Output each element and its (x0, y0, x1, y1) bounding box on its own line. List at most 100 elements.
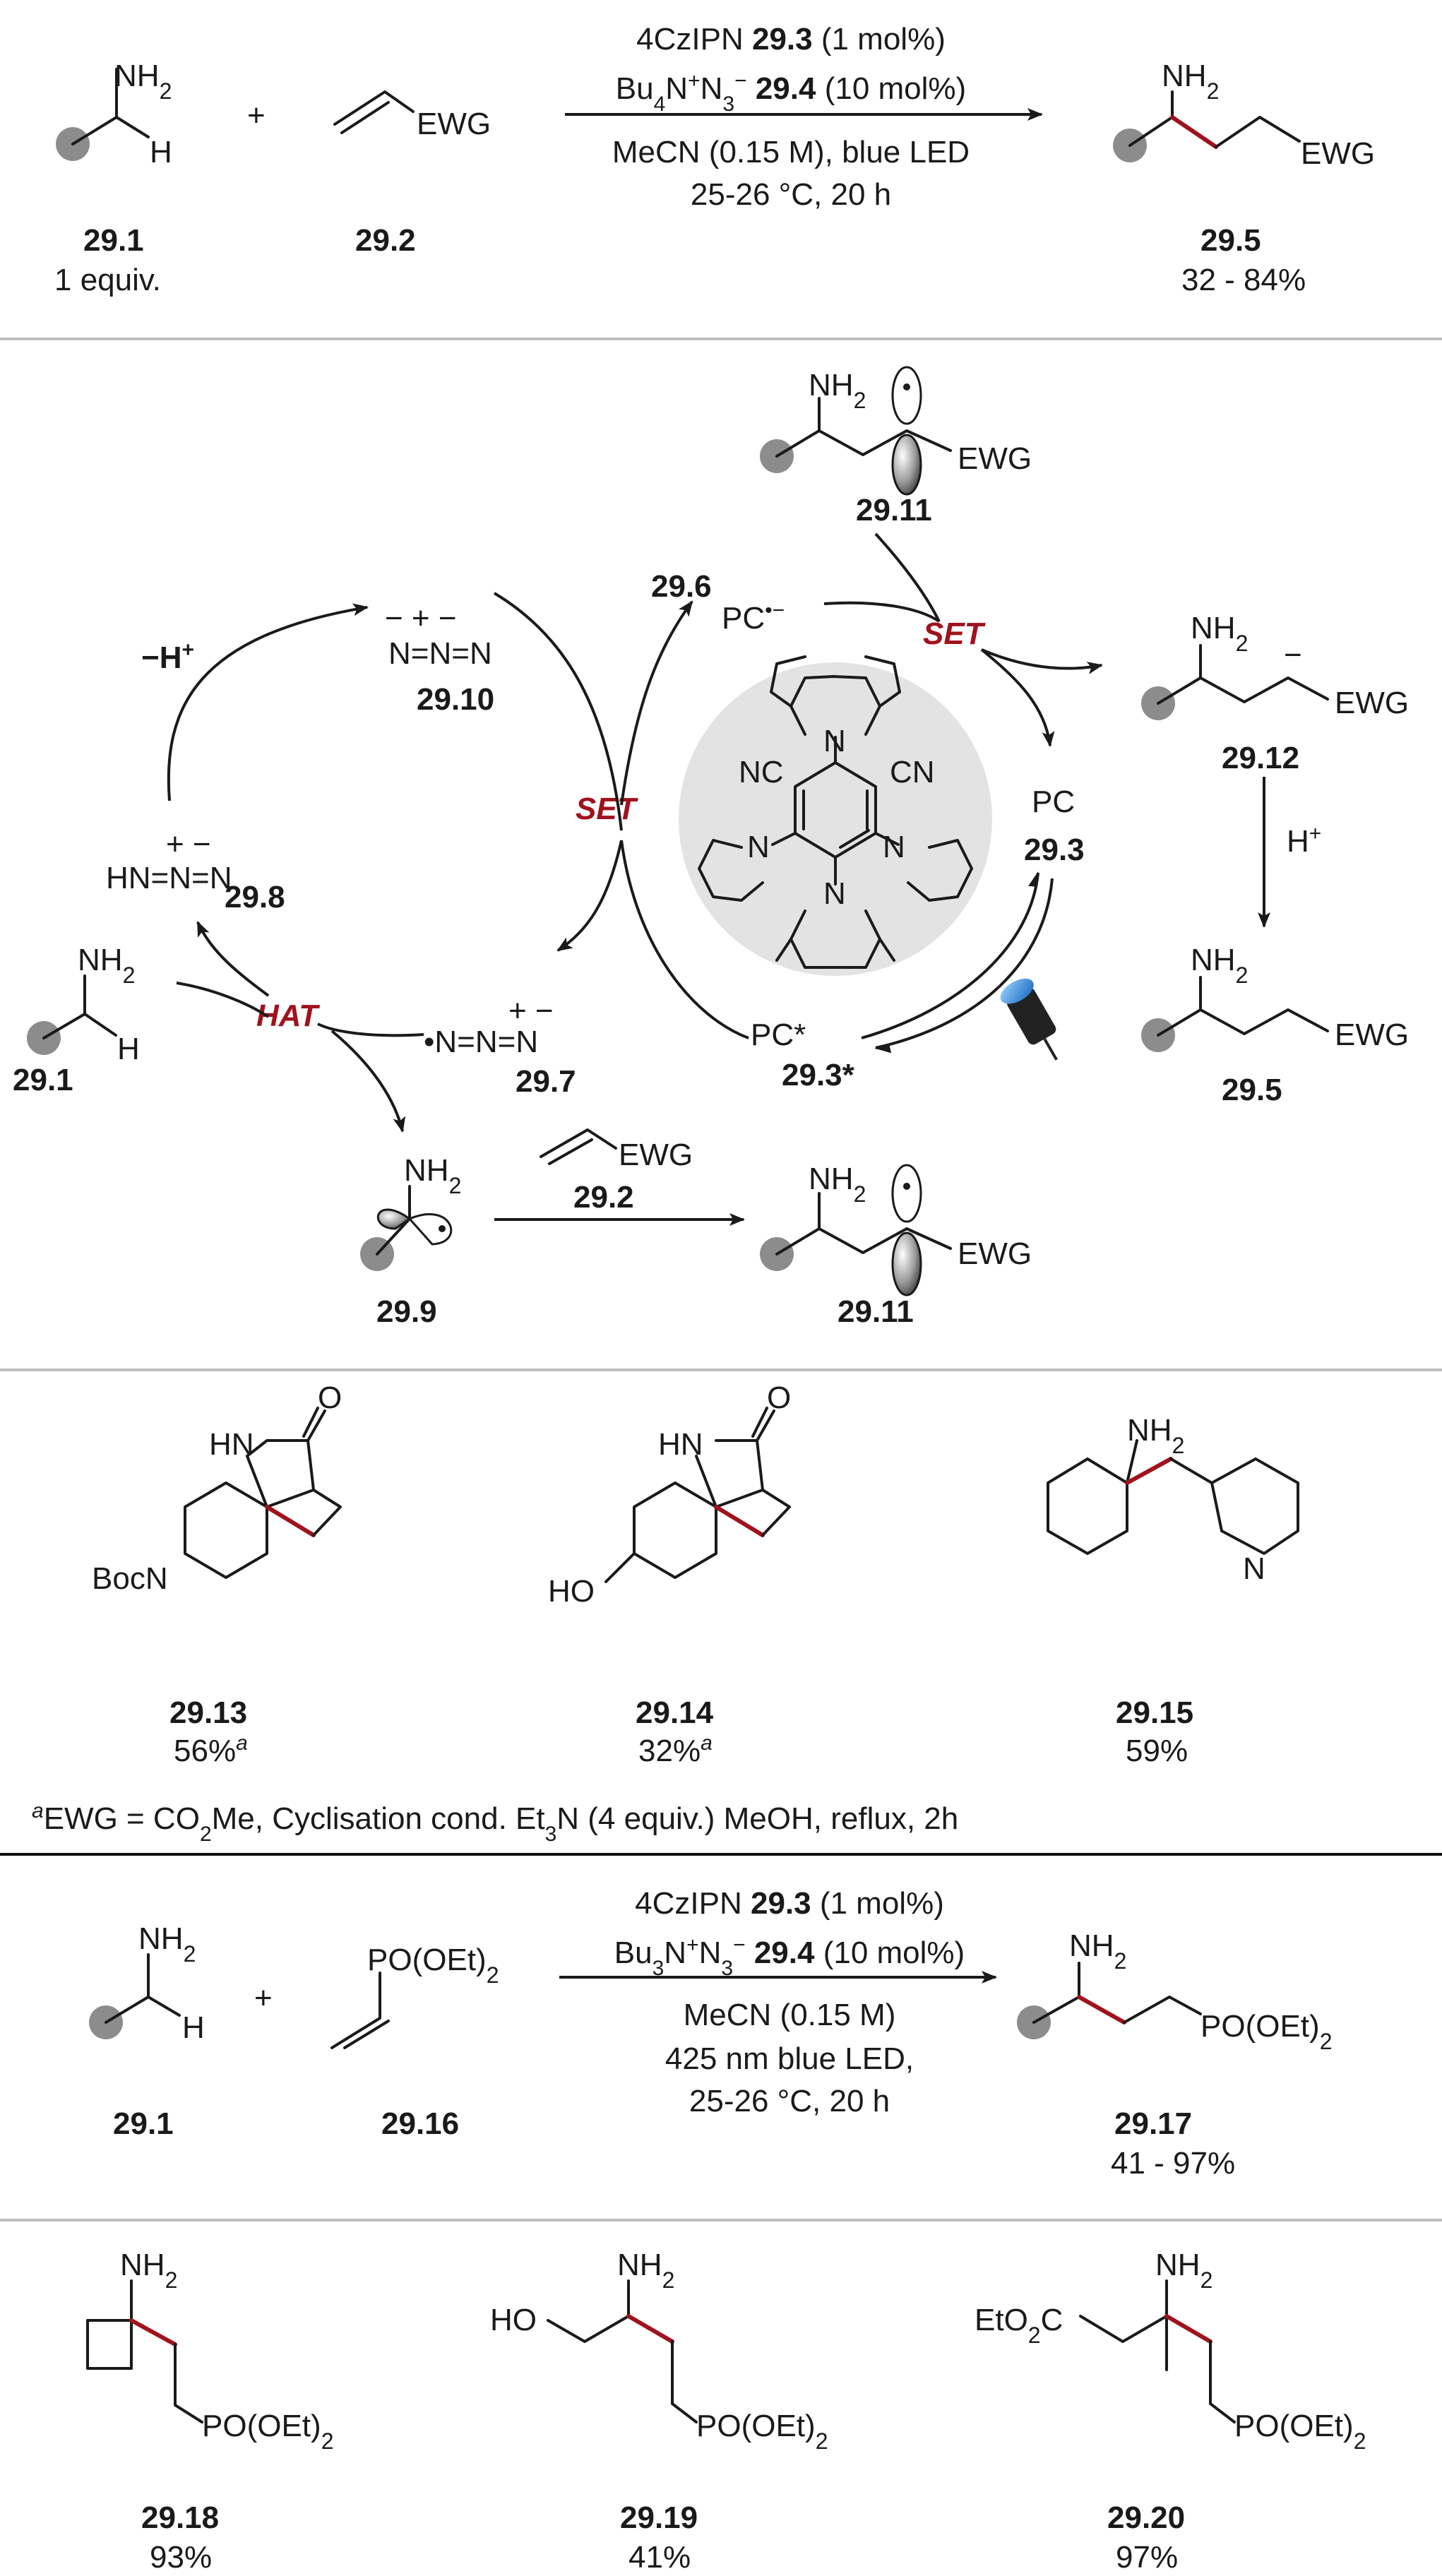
blue-led-icon (1000, 978, 1058, 1061)
mechanism: N N N N NC CN PC•− 29.6 PC 29.3 PC* 29.3… (13, 366, 1409, 1329)
product-yield-bottom: 41 - 97% (1111, 2146, 1235, 2181)
svg-text:29.14: 29.14 (636, 1695, 714, 1730)
arrow-deprotonation (167, 603, 369, 801)
eto2c-label: EtO2C (975, 2303, 1063, 2348)
olefin-29-2-structure: EWG 29.2 (333, 90, 491, 258)
cn-label: CN (890, 755, 935, 789)
condition-temp-bottom: 25-26 °C, 20 h (689, 2084, 890, 2118)
photocatalyst-background (679, 662, 992, 976)
yield-29-14: 32%a (638, 1731, 713, 1769)
svg-text:N: N (1243, 1551, 1265, 1586)
arrow-excited-to-pc-half (861, 871, 1039, 1039)
svg-text:NH2: NH2 (1191, 943, 1248, 988)
condition-catalyst: 4CzIPN 29.3 (1 mol%) (636, 22, 946, 56)
condition-azide-bottom: Bu3N+N3− 29.4 (10 mol%) (614, 1933, 965, 1980)
ewg-label: EWG (417, 107, 491, 141)
svg-text:EWG: EWG (958, 1236, 1032, 1271)
yield-29-19: 41% (628, 2540, 691, 2575)
compound-29-18-structure: NH2 PO(OEt)2 29.18 93% (86, 2248, 333, 2575)
arrow-to-alpha-radical (330, 1030, 406, 1133)
ewg-label: EWG (1301, 136, 1375, 171)
plus-sign: + (247, 98, 266, 133)
sm2-id: 29.2 (355, 223, 416, 258)
svg-text:29.16: 29.16 (381, 2106, 459, 2141)
arrow-to-anion (981, 648, 1103, 674)
pc-ground-id: 29.3 (1024, 833, 1085, 867)
svg-text:NH2: NH2 (809, 368, 866, 413)
svg-text:HN: HN (658, 1427, 703, 1462)
plus-sign: + (254, 1981, 273, 2015)
pc-ground-state: PC (1032, 785, 1075, 819)
svg-text:H: H (117, 1032, 140, 1066)
h-plus-label: H+ (1287, 822, 1321, 859)
n-label: N (823, 724, 846, 758)
svg-text:29.11: 29.11 (856, 493, 932, 527)
amine-29-1-bottom: NH2 H 29.1 (89, 1921, 205, 2141)
condition-solvent: MeCN (0.15 M), blue LED (612, 135, 970, 169)
svg-text:29.9: 29.9 (376, 1294, 437, 1329)
yield-29-18: 93% (150, 2540, 212, 2575)
svg-text:PO(OEt)2: PO(OEt)2 (1234, 2409, 1366, 2454)
amine-29-1-mech: NH2 H 29.1 (13, 943, 140, 1097)
n-label: N (823, 876, 846, 911)
svg-text:29.1: 29.1 (113, 2106, 174, 2141)
nh2-label: NH2 (1162, 59, 1219, 104)
arc-from-pc-excited (620, 840, 749, 1039)
yield-29-13: 56%a (174, 1731, 248, 1769)
svg-text:29.18: 29.18 (141, 2500, 219, 2535)
compound-29-20-structure: EtO2C NH2 PO(OEt)2 29.20 97% (975, 2248, 1366, 2575)
compound-29-13-structure: O HN BocN 29.13 56%a (92, 1381, 342, 1768)
svg-text:PO(OEt)2: PO(OEt)2 (1200, 2009, 1332, 2054)
compound-29-15-structure: NH2 N 29.15 59% (1047, 1413, 1299, 1768)
olefin-reagent: EWG 29.2 (540, 1128, 693, 1215)
arrow-to-pc-radical (620, 600, 693, 806)
pc-radical-id: 29.6 (651, 569, 712, 604)
svg-text:EWG: EWG (958, 441, 1032, 476)
svg-text:EWG: EWG (1335, 686, 1409, 720)
4czipn-structure: N N N N NC CN (698, 655, 973, 969)
cn-label: NC (739, 755, 784, 789)
h-label: H (150, 135, 172, 169)
azide-10-id: 29.10 (417, 682, 494, 717)
svg-text:PO(OEt)2: PO(OEt)2 (696, 2409, 828, 2454)
svg-text:EWG: EWG (619, 1138, 693, 1172)
scope-2: NH2 PO(OEt)2 29.18 93% HO NH2 PO(OEt)2 2… (86, 2248, 1366, 2575)
arc-pc-radical-to-set (823, 601, 941, 623)
set-left-upper-arc (493, 592, 623, 831)
vinylphosphonate-29-16: PO(OEt)2 29.16 (330, 1943, 499, 2141)
n-label: N (747, 830, 770, 864)
sm1-note: 1 equiv. (54, 263, 161, 297)
svg-text:O: O (767, 1381, 791, 1415)
svg-text:HN: HN (209, 1427, 254, 1462)
condition-temp: 25-26 °C, 20 h (691, 177, 891, 212)
product-yield: 32 - 84% (1181, 263, 1306, 297)
product-id: 29.5 (1200, 223, 1261, 258)
svg-text:NH2: NH2 (1155, 2248, 1212, 2293)
footnote: aEWG = CO2Me, Cyclisation cond. Et3N (4 … (32, 1799, 958, 1846)
sm1-id: 29.1 (83, 223, 144, 258)
svg-text:NH2: NH2 (120, 2248, 177, 2293)
svg-text:29.2: 29.2 (573, 1180, 634, 1215)
svg-text:NH2: NH2 (1069, 1928, 1126, 1974)
amine-29-1-structure: NH2 H 29.1 1 equiv. (54, 59, 172, 297)
product-29-5-mech: NH2 EWG 29.5 (1141, 943, 1409, 1107)
pc-excited-id: 29.3* (782, 1058, 855, 1092)
arc-rad11-to-set (874, 532, 941, 622)
azide-radical-charge: + − (508, 994, 554, 1028)
azide-anion: N=N=N (388, 636, 492, 671)
product-29-5-structure: NH2 EWG 29.5 32 - 84% (1113, 59, 1375, 297)
condition-solvent-bottom: MeCN (0.15 M) (684, 1998, 896, 2032)
compound-29-19-structure: HO NH2 PO(OEt)2 29.19 41% (490, 2248, 828, 2575)
pc-radical-anion: PC•− (722, 599, 785, 636)
svg-text:−: − (1284, 638, 1302, 672)
set-label-left: SET (576, 792, 638, 826)
alpha-amino-radical-29-9: NH2 29.9 (360, 1153, 461, 1329)
scope-1: O HN BocN 29.13 56%a O HN HO 29.14 32%a … (32, 1381, 1299, 1846)
svg-text:29.12: 29.12 (1222, 741, 1299, 775)
azide-charge: − + − (385, 601, 457, 636)
arc-amine-to-hat (176, 982, 270, 1018)
arc-azide-radical-to-hat (317, 1022, 424, 1037)
yield-29-20: 97% (1116, 2540, 1178, 2575)
